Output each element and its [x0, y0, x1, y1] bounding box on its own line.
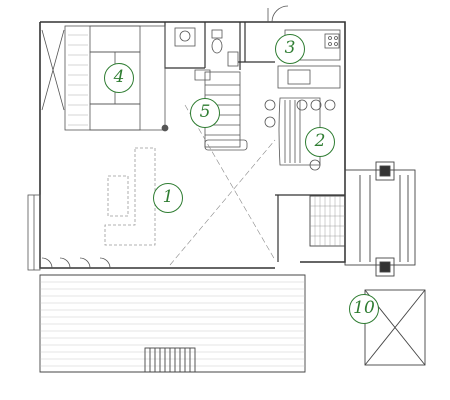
- entrance-porch: [309, 161, 416, 277]
- room-number-kitchen: 3: [275, 34, 305, 64]
- sofa: [104, 147, 156, 246]
- room-number-living: 1: [153, 183, 183, 213]
- deck: [39, 274, 306, 373]
- room-number-tatami: 4: [104, 63, 134, 93]
- interior-wall-kitchen: [238, 22, 275, 63]
- bathroom: [174, 27, 239, 67]
- room-number-outdoor: 10: [349, 294, 379, 324]
- dining-table: [264, 97, 336, 171]
- room-number-dining: 2: [305, 127, 335, 157]
- interior-wall-core: [275, 194, 345, 262]
- room-number-stairs: 5: [190, 98, 220, 128]
- bay-window: [27, 194, 111, 271]
